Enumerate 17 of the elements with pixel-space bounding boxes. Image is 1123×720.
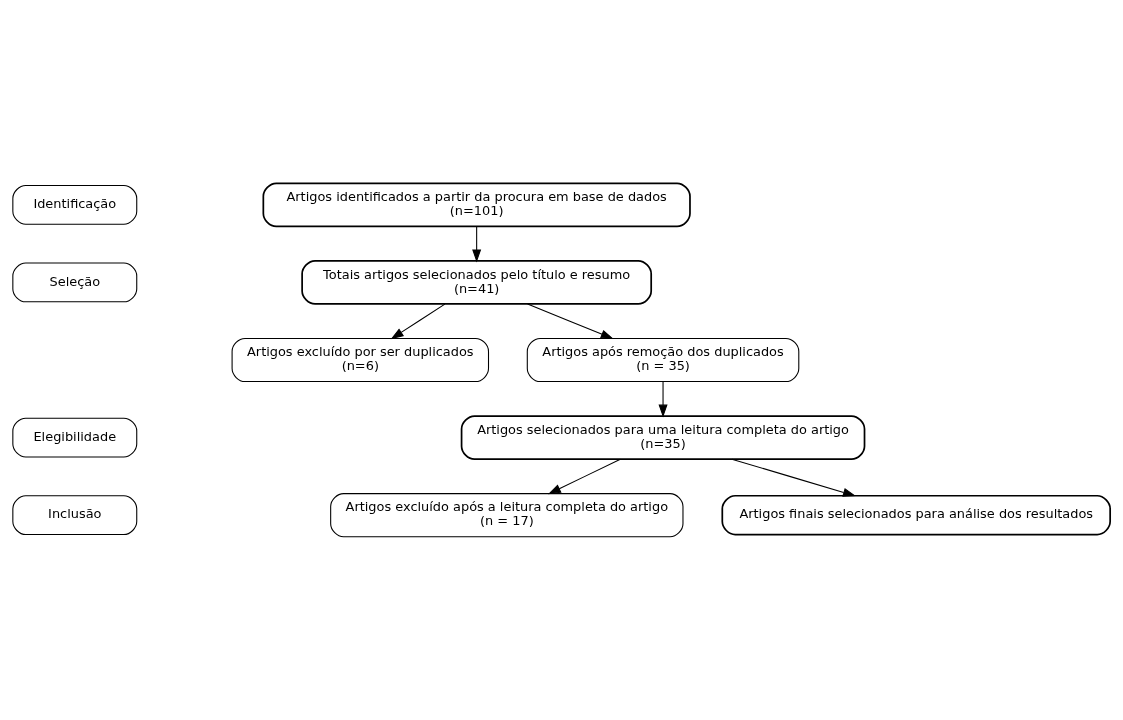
node-box: Identificação bbox=[12, 184, 138, 225]
node-box: Artigos finais selecionados para análise dos resultados bbox=[721, 494, 1111, 536]
node-box: Artigos selecionados para uma leitura completa do artigo (n=35) bbox=[460, 415, 866, 460]
arrow bbox=[527, 303, 614, 339]
arrow bbox=[472, 226, 482, 263]
arrow bbox=[547, 458, 621, 495]
node-box: Inclusão bbox=[12, 495, 138, 536]
node-box: Artigos após remoção dos duplicados (n = 35) bbox=[526, 337, 800, 383]
arrow bbox=[658, 381, 668, 418]
arrow bbox=[390, 303, 446, 340]
node-box: Artigos identificados a partir da procura em base de dados (n=101) bbox=[262, 182, 691, 228]
node-box: Elegibilidade bbox=[12, 417, 138, 458]
node-box: Artigos excluído após a leitura completa do artigo (n = 17) bbox=[330, 493, 684, 538]
node-box: Artigos excluído por ser duplicados (n=6) bbox=[231, 337, 490, 383]
arrow bbox=[731, 458, 856, 497]
node-box: Seleção bbox=[12, 262, 138, 303]
node-box: Totais artigos selecionados pelo título e resumo (n=41) bbox=[301, 260, 653, 305]
